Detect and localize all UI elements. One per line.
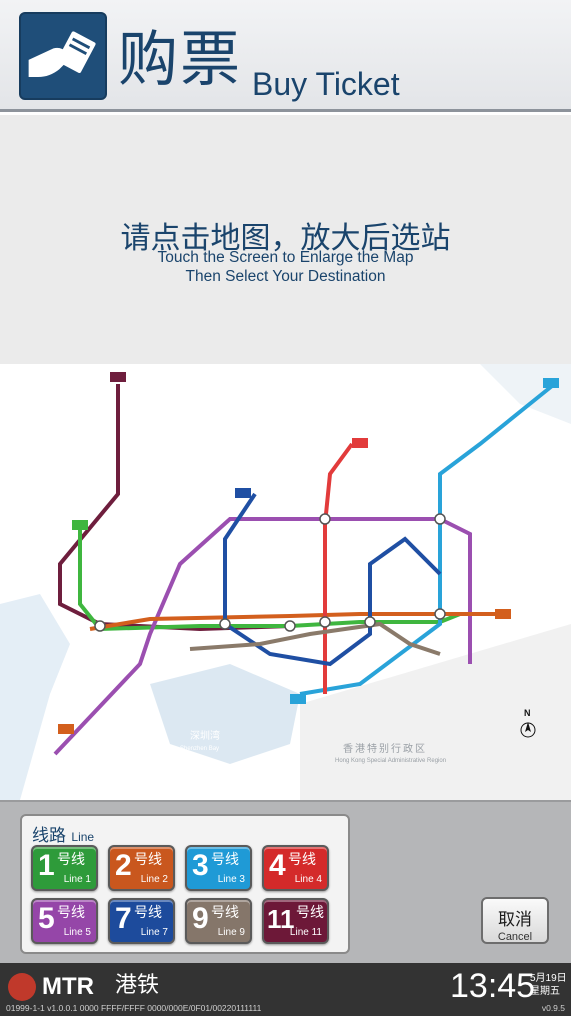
hk-area	[300, 624, 571, 800]
instruction-line2: Then Select Your Destination	[185, 268, 386, 285]
line-number: 1	[38, 849, 55, 882]
instruction-text-en: Touch the Screen to Enlarge the Map Then…	[0, 248, 571, 286]
instruction-title-cn: 请点击地图，放大后选站	[120, 221, 451, 256]
line-label-cn: 号线	[211, 905, 239, 921]
hk-label-cn: 香港特别行政区	[343, 742, 427, 755]
line-label-cn: 号线	[134, 905, 162, 921]
metro-map[interactable]: 深圳湾 Shenzhen Bay 香港特别行政区 Hong Kong Speci…	[0, 364, 571, 800]
line-label-cn: 号线	[57, 905, 85, 921]
clock-time: 13:45	[450, 967, 536, 1005]
line-number: 2	[115, 849, 132, 882]
software-version: v0.9.5	[541, 1003, 565, 1013]
line-label-en: Line 11	[289, 927, 322, 938]
instruction-line1: Touch the Screen to Enlarge the Map	[157, 249, 414, 266]
water-east	[480, 364, 571, 424]
clock-weekday: 星期五	[530, 986, 560, 997]
water-bay	[150, 664, 300, 764]
north-arrow-icon: N	[520, 708, 536, 738]
line-selector: 线路 Line 1 号线 Line 1 2 号线 Line 2 3 号线 Lin…	[20, 814, 350, 954]
header: 购票 Buy Ticket	[0, 0, 571, 112]
line-label-en: Line 4	[294, 874, 322, 885]
line-label-cn: 号线	[57, 852, 85, 868]
page-title-cn: 购票	[118, 25, 242, 95]
line-label-en: Line 2	[140, 874, 168, 885]
cancel-label-cn: 取消	[498, 910, 532, 930]
line-label-en: Line 9	[217, 927, 245, 938]
line-11-route	[58, 384, 291, 632]
cancel-button[interactable]: 取消 Cancel	[481, 897, 549, 944]
line-1-button[interactable]: 1 号线 Line 1	[31, 845, 98, 891]
bottom-panel: 线路 Line 1 号线 Line 1 2 号线 Line 2 3 号线 Lin…	[0, 800, 571, 963]
brand-name: MTR	[42, 973, 94, 1000]
interchange-stations	[94, 513, 446, 632]
line-number: 11	[267, 904, 295, 934]
ticket-hand-icon	[19, 12, 107, 100]
mtr-logo-icon	[8, 973, 36, 1001]
instruction-panel: 请点击地图，放大后选站 Touch the Screen to Enlarge …	[0, 115, 571, 364]
north-label: N	[524, 708, 531, 718]
bay-label-en: Shenzhen Bay	[180, 746, 219, 752]
line-3-route	[299, 384, 554, 696]
line-9-button[interactable]: 9 号线 Line 9	[185, 898, 252, 944]
clock-date: 5月19日	[530, 973, 567, 984]
line-4-route	[323, 442, 354, 694]
line-number: 7	[115, 902, 132, 935]
line-label-en: Line 7	[140, 927, 168, 938]
line-label-cn: 线路	[32, 826, 66, 846]
footer: MTR 港铁 01999-1-1 v1.0.0.1 0000 FFFF/FFFF…	[0, 963, 571, 1016]
line-number: 4	[269, 849, 286, 882]
line-label-cn: 号线	[134, 852, 162, 868]
water-west	[0, 594, 70, 800]
line-number: 9	[192, 902, 209, 935]
page-title-en: Buy Ticket	[252, 66, 400, 102]
metro-map-canvas[interactable]: 深圳湾 Shenzhen Bay 香港特别行政区 Hong Kong Speci…	[0, 364, 571, 800]
line-7-route	[223, 492, 442, 667]
line-9-route	[189, 621, 441, 656]
line-label-en: Line	[71, 830, 95, 844]
line-3-button[interactable]: 3 号线 Line 3	[185, 845, 252, 891]
line-4-button[interactable]: 4 号线 Line 4	[262, 845, 329, 891]
line-label-en: Line 5	[63, 927, 91, 938]
line-number: 5	[38, 902, 55, 935]
brand-name-cn: 港铁	[115, 973, 160, 998]
line-number: 3	[192, 849, 209, 882]
line-11-button[interactable]: 11 号线 Line 11	[262, 898, 329, 944]
line-2-button[interactable]: 2 号线 Line 2	[108, 845, 175, 891]
line-5-button[interactable]: 5 号线 Line 5	[31, 898, 98, 944]
line-label-en: Line 1	[63, 874, 91, 885]
line-label-cn: 号线	[296, 905, 324, 921]
hk-label-en: Hong Kong Special Administrative Region	[335, 758, 446, 764]
line-5-route	[53, 517, 472, 756]
line-1-route	[78, 529, 461, 632]
version-info: 01999-1-1 v1.0.0.1 0000 FFFF/FFFF 0000/0…	[6, 1003, 262, 1013]
cancel-label-en: Cancel	[497, 931, 533, 943]
line-label-en: Line 3	[217, 874, 245, 885]
line-label-cn: 号线	[288, 852, 316, 868]
line-selector-label: 线路 Line	[32, 821, 94, 846]
line-7-button[interactable]: 7 号线 Line 7	[108, 898, 175, 944]
bay-label-cn: 深圳湾	[190, 729, 220, 742]
line-label-cn: 号线	[211, 852, 239, 868]
line-badges	[58, 372, 559, 734]
